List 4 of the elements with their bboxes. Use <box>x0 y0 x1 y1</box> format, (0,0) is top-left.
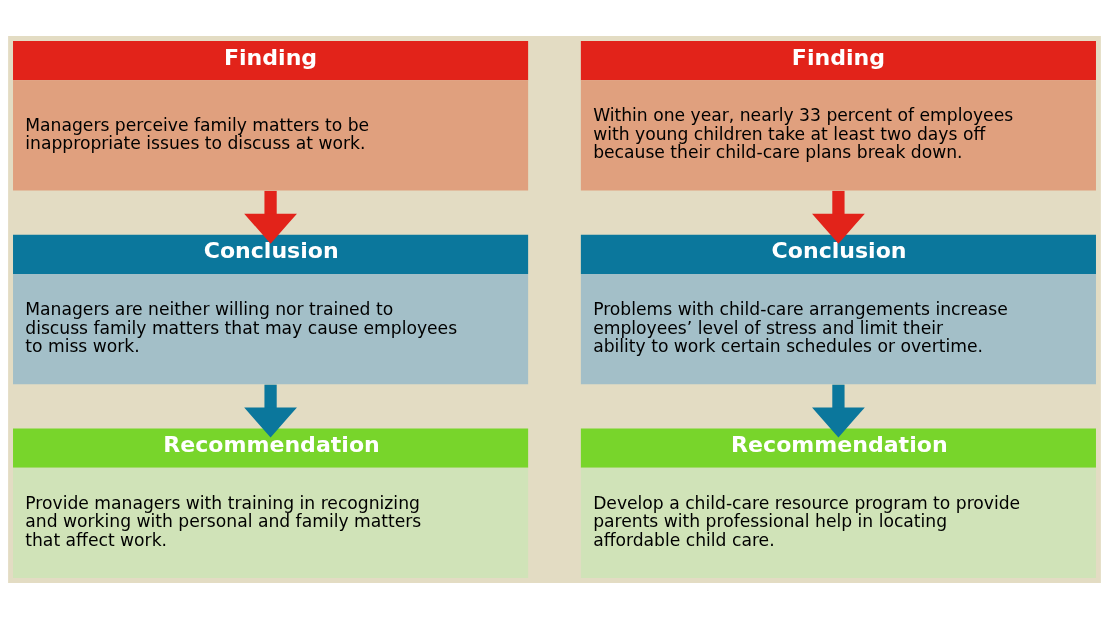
arrow <box>812 190 865 244</box>
arrow <box>244 190 297 244</box>
arrow <box>244 384 297 438</box>
arrow <box>812 384 865 438</box>
